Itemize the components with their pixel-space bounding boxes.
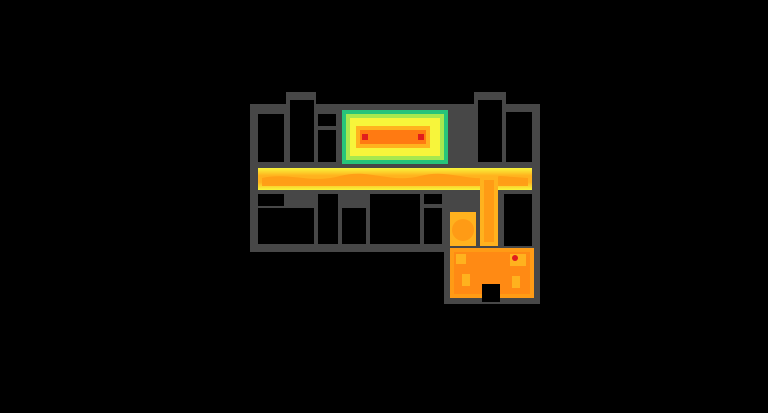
lower-room-notch (482, 284, 500, 302)
heat-peak-right (418, 134, 424, 140)
room-upper-left-d (318, 130, 336, 162)
rooms (258, 100, 532, 302)
heat-zone-side-room (450, 212, 476, 246)
room-upper-right-b (506, 112, 532, 162)
heat-peak-lower (512, 255, 518, 261)
room-lower-left-a (258, 194, 284, 206)
heat-zone-corridor-branch (480, 176, 498, 246)
room-lower-left-f (424, 194, 442, 204)
room-lower-left-b (258, 208, 314, 244)
room-lower-left-c (318, 194, 338, 244)
room-lower-right-a (504, 194, 532, 246)
heat-zones (258, 110, 534, 302)
room-upper-left-c (318, 114, 336, 126)
heat-zone-corridor (258, 168, 532, 190)
room-upper-right-a (478, 100, 502, 162)
heat-zone-upper-room (342, 110, 448, 164)
room-lower-left-e (370, 194, 420, 244)
room-lower-left-g (424, 208, 442, 244)
heat-peak-left (362, 134, 368, 140)
room-upper-left-b (290, 100, 314, 162)
room-upper-left-a (258, 114, 284, 162)
room-lower-left-d (342, 208, 366, 244)
